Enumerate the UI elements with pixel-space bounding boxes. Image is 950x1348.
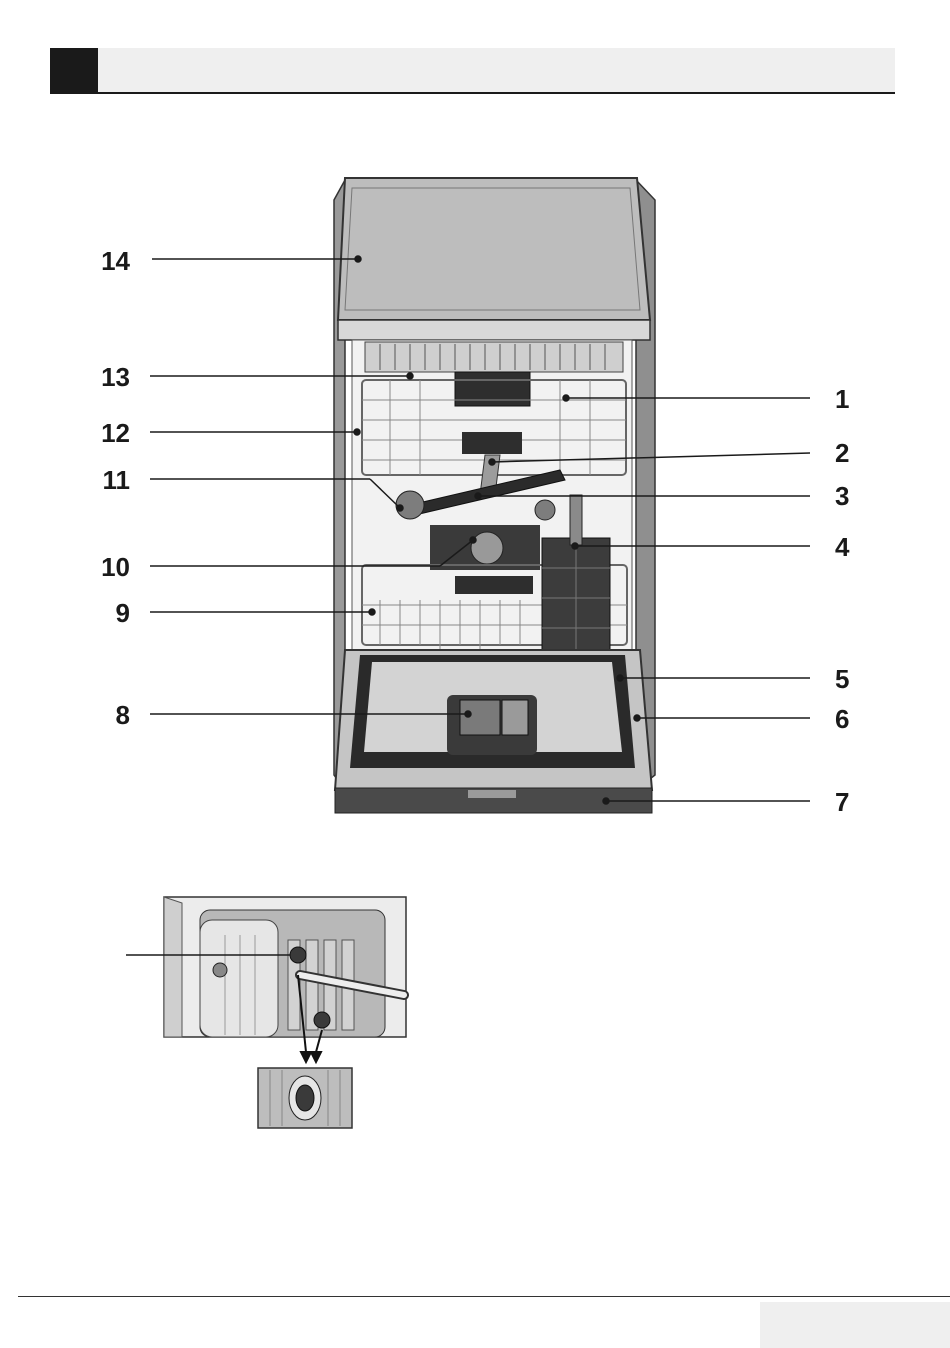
leader-14-dot [355, 256, 361, 262]
detail-hinge-screw [213, 963, 227, 977]
door-handle [468, 790, 516, 798]
leader-13-dot [407, 373, 413, 379]
callout-3: 3 [835, 481, 849, 511]
cutlery-basket-handle [570, 495, 582, 545]
leader-11-dot [397, 505, 403, 511]
callout-6: 6 [835, 704, 849, 734]
worktop-front-edge [338, 320, 650, 340]
top-spray-holder [455, 372, 530, 406]
leader-9-dot [369, 609, 375, 615]
upper-spray-holder [462, 432, 522, 454]
leader-12-dot [354, 429, 360, 435]
callout-5: 5 [835, 664, 849, 694]
detail-side-wall [164, 897, 182, 1037]
cutlery-tray [365, 342, 623, 372]
callout-13: 13 [101, 362, 130, 392]
leader-4-dot [572, 543, 578, 549]
callout-10: 10 [101, 552, 130, 582]
leader-8-dot [465, 711, 471, 717]
callout-1: 1 [835, 384, 849, 414]
leader-10-dot [470, 537, 476, 543]
callout-2: 2 [835, 438, 849, 468]
detergent-dispenser [460, 700, 500, 735]
leader-7-dot [603, 798, 609, 804]
leader-6-dot [634, 715, 640, 721]
leader-1-dot [563, 395, 569, 401]
leader-2-dot [489, 459, 495, 465]
detail-hinge-cover [200, 920, 278, 1037]
detail-pin-upper [290, 947, 306, 963]
detail-pin-lower [314, 1012, 330, 1028]
rack-wheel-right [535, 500, 555, 520]
detail-illustration [126, 897, 406, 1128]
zoom-pin [296, 1085, 314, 1111]
callout-4: 4 [835, 532, 850, 562]
callout-14: 14 [101, 246, 130, 276]
footer-panel [760, 1302, 950, 1348]
lower-spray-arm-hub [471, 532, 503, 564]
footer-divider [18, 1296, 950, 1297]
callout-8: 8 [116, 700, 130, 730]
leader-5-dot [617, 675, 623, 681]
leader-3-dot [475, 493, 481, 499]
rinse-aid-dispenser [502, 700, 528, 735]
lower-spray-arm [455, 576, 533, 594]
callout-12: 12 [101, 418, 130, 448]
callout-9: 9 [116, 598, 130, 628]
callout-7: 7 [835, 787, 849, 817]
worktop [338, 178, 650, 320]
callout-11: 11 [103, 465, 131, 495]
